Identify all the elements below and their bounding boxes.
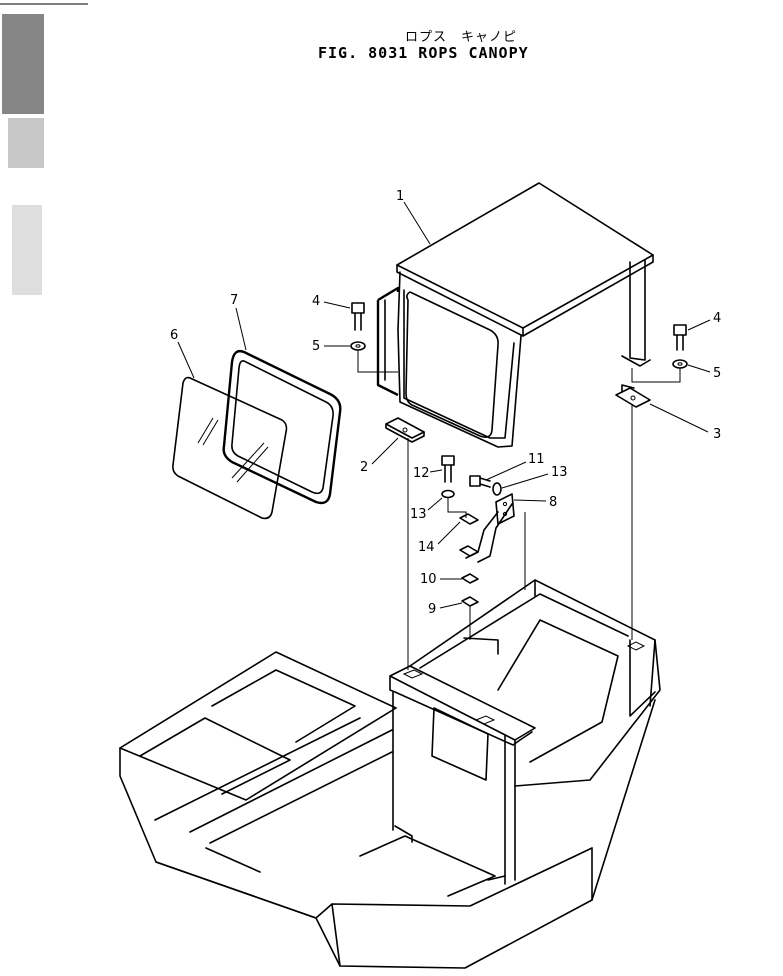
callout-label-13: 13 <box>551 465 568 480</box>
callout-label-2: 2 <box>360 460 368 475</box>
callout-10: 10 <box>420 572 462 587</box>
callout-label-7: 7 <box>230 293 238 308</box>
callout-label-5: 5 <box>713 366 721 381</box>
bracket-part-3 <box>615 384 651 408</box>
callout-14: 14 <box>418 521 461 555</box>
callout-6: 6 <box>170 328 195 379</box>
callout-4a: 4 <box>312 294 351 309</box>
callout-5b: 5 <box>687 364 721 381</box>
seal-part-7 <box>222 349 342 505</box>
bolts-part-4 <box>351 302 687 351</box>
callout-label-4: 4 <box>312 294 320 309</box>
plate-part-10 <box>461 573 479 584</box>
figure-title: FIG. 8031 ROPS CANOPY <box>318 44 529 62</box>
machine-base-frame <box>119 579 661 969</box>
callout-13b: 13 <box>501 465 568 489</box>
washers-part-13 <box>441 482 502 518</box>
callout-label-3: 3 <box>713 427 721 442</box>
glass-part-6 <box>172 376 288 520</box>
bolt-part-12 <box>441 455 455 483</box>
callout-label-1: 1 <box>396 189 404 204</box>
bolt-part-11 <box>469 475 491 488</box>
callout-label-14: 14 <box>418 540 435 555</box>
callout-12: 12 <box>413 466 443 481</box>
callout-label-4: 4 <box>713 311 721 326</box>
canopy-part-1 <box>376 182 654 448</box>
callout-label-9: 9 <box>428 602 436 617</box>
washers-part-5 <box>350 341 688 383</box>
figure-title-japanese: ロプス キャノピ <box>405 30 518 45</box>
callout-11: 11 <box>485 452 545 481</box>
plate-part-9 <box>461 596 479 607</box>
callout-label-13: 13 <box>410 507 427 522</box>
callout-13a: 13 <box>410 497 443 522</box>
callout-3: 3 <box>649 403 721 442</box>
callout-1: 1 <box>396 189 431 245</box>
callout-label-5: 5 <box>312 339 320 354</box>
callout-4b: 4 <box>687 311 721 331</box>
callout-label-12: 12 <box>413 466 430 481</box>
scan-noise <box>0 3 88 295</box>
plate-part-2 <box>385 417 425 443</box>
bracket-part-8 <box>465 493 515 563</box>
callout-2: 2 <box>360 437 399 475</box>
callout-label-8: 8 <box>549 495 557 510</box>
callout-label-10: 10 <box>420 572 437 587</box>
callout-8: 8 <box>513 495 557 510</box>
callout-7: 7 <box>230 293 247 351</box>
callout-label-11: 11 <box>528 452 545 467</box>
callout-5a: 5 <box>312 339 350 354</box>
plate-part-14 <box>459 513 479 557</box>
callout-9: 9 <box>428 602 463 617</box>
assembly-guide-lines <box>407 405 633 670</box>
callout-label-6: 6 <box>170 328 178 343</box>
